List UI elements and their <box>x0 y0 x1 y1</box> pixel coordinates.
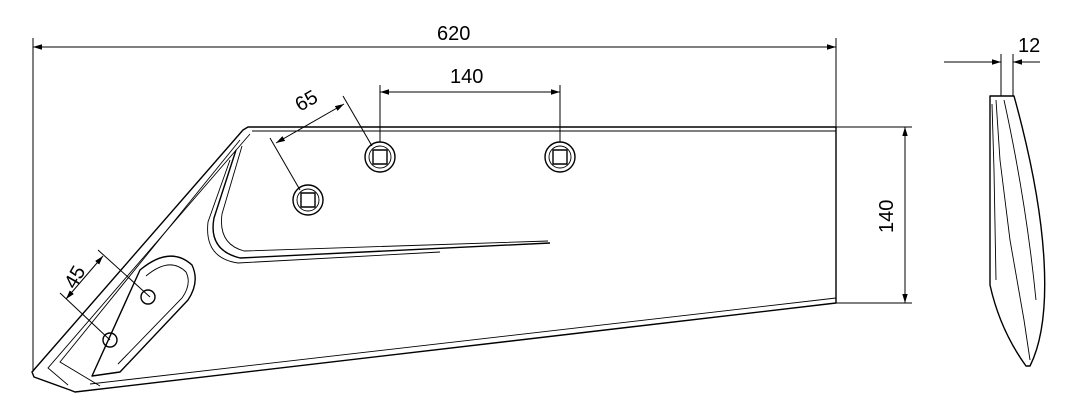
dimension-lower-hole-spacing: 45 <box>59 249 151 341</box>
blade-outline <box>31 126 837 393</box>
edge-offset-label: 65 <box>292 86 322 116</box>
dimension-height: 140 <box>836 126 912 304</box>
bevel-line-outer <box>47 133 251 386</box>
bolt-spacing-label: 140 <box>450 66 483 88</box>
dimension-thickness: 12 <box>944 35 1040 96</box>
round-hole-1 <box>140 289 156 305</box>
dimension-overall-length: 620 <box>32 23 837 372</box>
reinforcing-rib-inner <box>221 145 549 252</box>
edge-view <box>989 95 1046 367</box>
lower-edge-line <box>89 297 837 385</box>
reinforcing-rib-inner-2 <box>207 159 441 264</box>
dimension-bolt-spacing: 140 <box>379 66 561 142</box>
bolt-hole-1 <box>364 141 396 173</box>
height-label: 140 <box>876 200 898 233</box>
thickness-label: 12 <box>1018 35 1040 57</box>
edge-view-bevel <box>995 99 1031 361</box>
reinforcing-rib <box>212 149 551 259</box>
edge-view-bevel-3 <box>991 103 997 281</box>
dimension-edge-offset: 65 <box>269 86 373 191</box>
side-view <box>31 126 837 393</box>
edge-view-bevel-2 <box>1003 99 1037 301</box>
lower-slot <box>91 255 196 377</box>
lower-slot-inner <box>117 264 189 365</box>
overall-length-label: 620 <box>437 23 470 45</box>
round-hole-2 <box>102 332 118 348</box>
bolt-hole-3 <box>292 184 324 216</box>
lower-hole-spacing-label: 45 <box>60 262 90 292</box>
bevel-line-inner <box>59 139 241 387</box>
bolt-hole-2 <box>544 141 576 173</box>
edge-view-outline <box>989 95 1046 367</box>
